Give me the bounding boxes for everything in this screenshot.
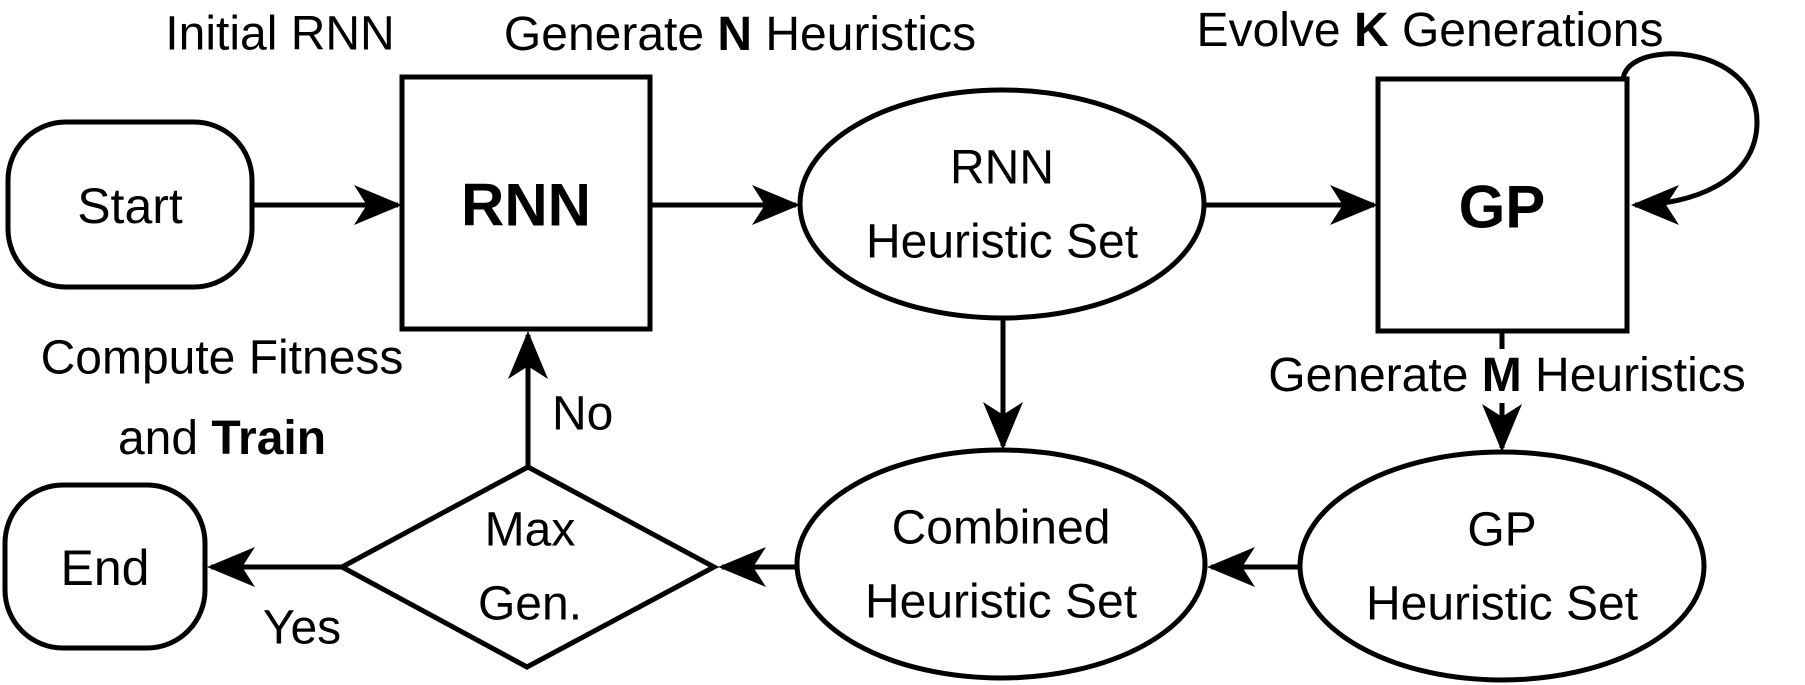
max-gen-decision-node bbox=[336, 464, 720, 670]
edge-gp-self-loop bbox=[1620, 51, 1760, 225]
label-generate-m-pre: Generate bbox=[1268, 349, 1481, 402]
gp-heuristic-set-line2: Heuristic Set bbox=[1366, 578, 1638, 631]
max-gen-line1: Max bbox=[485, 504, 576, 557]
gp-node bbox=[1375, 76, 1630, 334]
rnn-heuristic-set-line2: Heuristic Set bbox=[866, 216, 1138, 269]
end-node bbox=[2, 482, 208, 651]
label-generate-m-bold: M bbox=[1482, 349, 1522, 402]
label-generate-n-post: Heuristics bbox=[752, 8, 976, 61]
label-compute-fitness-line1: Compute Fitness bbox=[41, 332, 404, 385]
label-generate-n-bold: N bbox=[717, 8, 752, 61]
label-generate-m-post: Heuristics bbox=[1522, 349, 1746, 402]
gp-heuristic-set-line1: GP bbox=[1467, 504, 1536, 557]
label-generate-m-heuristics: Generate M Heuristics bbox=[1268, 349, 1746, 402]
label-train-bold: Train bbox=[211, 412, 326, 465]
label-no: No bbox=[552, 388, 613, 441]
label-generate-m-background bbox=[1268, 349, 1746, 403]
label-yes: Yes bbox=[263, 602, 341, 655]
label-generate-n-pre: Generate bbox=[504, 8, 717, 61]
gp-node-label: GP bbox=[1459, 174, 1546, 241]
start-node-label: Start bbox=[77, 178, 183, 234]
gp-heuristic-set-node bbox=[1297, 449, 1707, 683]
label-evolve-k-post: Generations bbox=[1389, 4, 1664, 57]
label-initial-rnn: Initial RNN bbox=[165, 8, 394, 61]
label-evolve-k-pre: Evolve bbox=[1197, 4, 1354, 57]
edge-labels: Initial RNN Generate N Heuristics Evolve… bbox=[41, 4, 1746, 655]
label-compute-fitness-line2: and Train bbox=[118, 412, 326, 465]
rnn-heuristic-set-line1: RNN bbox=[950, 142, 1054, 195]
label-evolve-k-generations: Evolve K Generations bbox=[1197, 4, 1664, 57]
start-node bbox=[5, 119, 255, 290]
rnn-node-label: RNN bbox=[461, 172, 591, 239]
label-and-text: and bbox=[118, 412, 211, 465]
combined-heuristic-set-line1: Combined bbox=[892, 502, 1111, 555]
label-evolve-k-bold: K bbox=[1354, 4, 1389, 57]
rnn-heuristic-set-node bbox=[797, 87, 1207, 321]
combined-heuristic-set-node bbox=[794, 447, 1208, 681]
end-node-label: End bbox=[61, 540, 150, 596]
max-gen-line2: Gen. bbox=[478, 578, 582, 631]
rnn-node bbox=[399, 74, 653, 332]
nodes: Start RNN RNN Heuristic Set GP GP Heuris… bbox=[2, 74, 1707, 683]
combined-heuristic-set-line2: Heuristic Set bbox=[865, 576, 1137, 629]
label-generate-n-heuristics: Generate N Heuristics bbox=[504, 8, 976, 61]
